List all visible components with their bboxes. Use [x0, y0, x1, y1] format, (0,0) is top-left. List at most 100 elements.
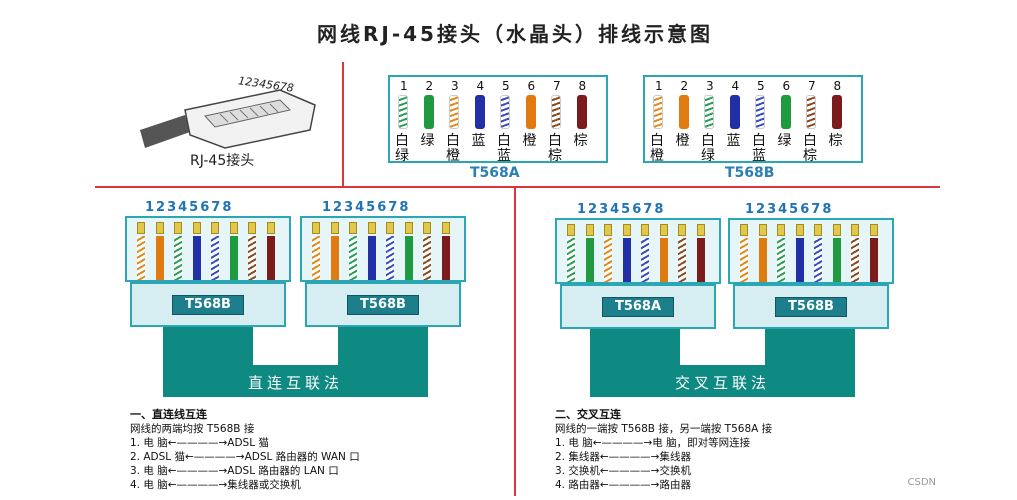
connector-pin [248, 222, 256, 234]
notes-line: 3. 电 脑←————→ADSL 路由器的 LAN 口 [130, 465, 339, 477]
notes-line: 1. 电 脑←————→ADSL 猫 [130, 437, 269, 449]
connector-pin [567, 224, 575, 236]
notes-sub: 网线的一端按 T568B 接，另一端按 T568A 接 [555, 423, 773, 435]
wire-color-label: 橙 [650, 148, 664, 164]
wire-color-label: 蓝 [752, 148, 766, 164]
divider-vertical-bottom [514, 186, 516, 496]
wire-color-swatch [576, 95, 587, 129]
connector-wire [137, 236, 145, 280]
wire-color-swatch [500, 95, 510, 129]
connector-standard-tag: T568B [347, 295, 419, 315]
connector-pin [137, 222, 145, 234]
notes-straight: 一、直连线互连 网线的两端均按 T568B 接 1. 电 脑←————→ADSL… [130, 408, 490, 492]
notes-heading: 一、直连线互连 [130, 408, 207, 421]
wire-color-swatch [704, 95, 714, 129]
wire-color-swatch [755, 95, 765, 129]
wire-color-swatch [449, 95, 459, 129]
wire-color-label: 蓝 [726, 133, 741, 149]
connector-pin [330, 222, 339, 234]
wire-number: 4 [476, 79, 485, 93]
connector-wire [869, 238, 878, 282]
notes-line: 1. 电 脑←————→电 脑，即对等网连接 [555, 437, 751, 449]
wire-number: 3 [451, 79, 459, 93]
notes-line: 2. 集线器←————→集线器 [555, 451, 691, 463]
connector-wire [795, 238, 804, 282]
connector-wire [248, 236, 256, 280]
t568b-label: T568B [725, 165, 775, 181]
connector-standard-tag: T568A [602, 297, 674, 317]
wire-color-label: 棕 [828, 133, 843, 149]
notes-line: 4. 路由器←————→路由器 [555, 479, 691, 491]
connector-pin-numbers: 12345678 [145, 200, 234, 215]
connector-wire [832, 238, 841, 282]
connector-wire [641, 238, 649, 282]
wire-color-swatch [831, 95, 842, 129]
wire-color-label: 橙 [446, 148, 460, 164]
connector-pin [423, 222, 431, 234]
wire-color-label: 白 [395, 133, 409, 149]
wire-color-swatch [653, 95, 663, 129]
connector-pin-numbers: 12345678 [577, 202, 666, 217]
wire-color-label: 白 [497, 133, 511, 149]
wire-number: 2 [680, 79, 689, 93]
connector-pin [740, 224, 748, 236]
wire-color-swatch [551, 95, 561, 129]
connector-pin [641, 224, 649, 236]
t568a-label: T568A [470, 165, 520, 181]
connector-pin [229, 222, 238, 234]
wire-color-label: 绿 [777, 133, 792, 149]
connector-head-cross-right [728, 218, 894, 284]
connector-wire [622, 238, 631, 282]
wire-number: 5 [757, 79, 765, 93]
wire-number: 2 [425, 79, 434, 93]
wire-number: 7 [808, 79, 816, 93]
connector-pin [266, 222, 275, 234]
connector-pin [349, 222, 357, 234]
wire-number: 8 [833, 79, 842, 93]
wire-color-label: 橙 [522, 133, 537, 149]
connector-body [560, 284, 716, 329]
wire-color-label: 棕 [573, 133, 588, 149]
wire-color-label: 白 [446, 133, 460, 149]
connector-pin [312, 222, 320, 234]
cable-cross [590, 365, 855, 397]
connector-wire [814, 238, 822, 282]
connector-standard-tag: T568B [775, 297, 847, 317]
connector-pin [678, 224, 686, 236]
connector-wire [659, 238, 668, 282]
connector-wire [174, 236, 182, 280]
connector-pin [404, 222, 413, 234]
wire-number: 3 [706, 79, 714, 93]
connector-wire [312, 236, 320, 280]
wire-color-label: 白 [548, 133, 562, 149]
connector-pin-numbers: 12345678 [322, 200, 411, 215]
connector-wire [567, 238, 575, 282]
wire-number: 4 [731, 79, 740, 93]
connector-pin [832, 224, 841, 236]
straight-cable-label: 直连互联法 [247, 374, 343, 392]
connector-pin [814, 224, 822, 236]
connector-wire [777, 238, 785, 282]
connector-wire [349, 236, 357, 280]
connector-head-cross-left [555, 218, 721, 284]
wire-color-label: 绿 [701, 148, 715, 164]
wire-color-swatch [398, 95, 408, 129]
connector-pin [869, 224, 878, 236]
wire-color-swatch [423, 95, 434, 129]
wire-color-label: 白 [752, 133, 766, 149]
wire-number: 6 [527, 79, 536, 93]
connector-pin [367, 222, 376, 234]
connector-pin [441, 222, 450, 234]
connector-wire [386, 236, 394, 280]
connector-wire [155, 236, 164, 280]
notes-cross: 二、交叉互连 网线的一端按 T568B 接，另一端按 T568A 接 1. 电 … [555, 408, 935, 492]
connector-pin [622, 224, 631, 236]
connector-wire [851, 238, 859, 282]
connector-wire [229, 236, 238, 280]
connector-pin [777, 224, 785, 236]
connector-wire [367, 236, 376, 280]
wire-number: 7 [553, 79, 561, 93]
